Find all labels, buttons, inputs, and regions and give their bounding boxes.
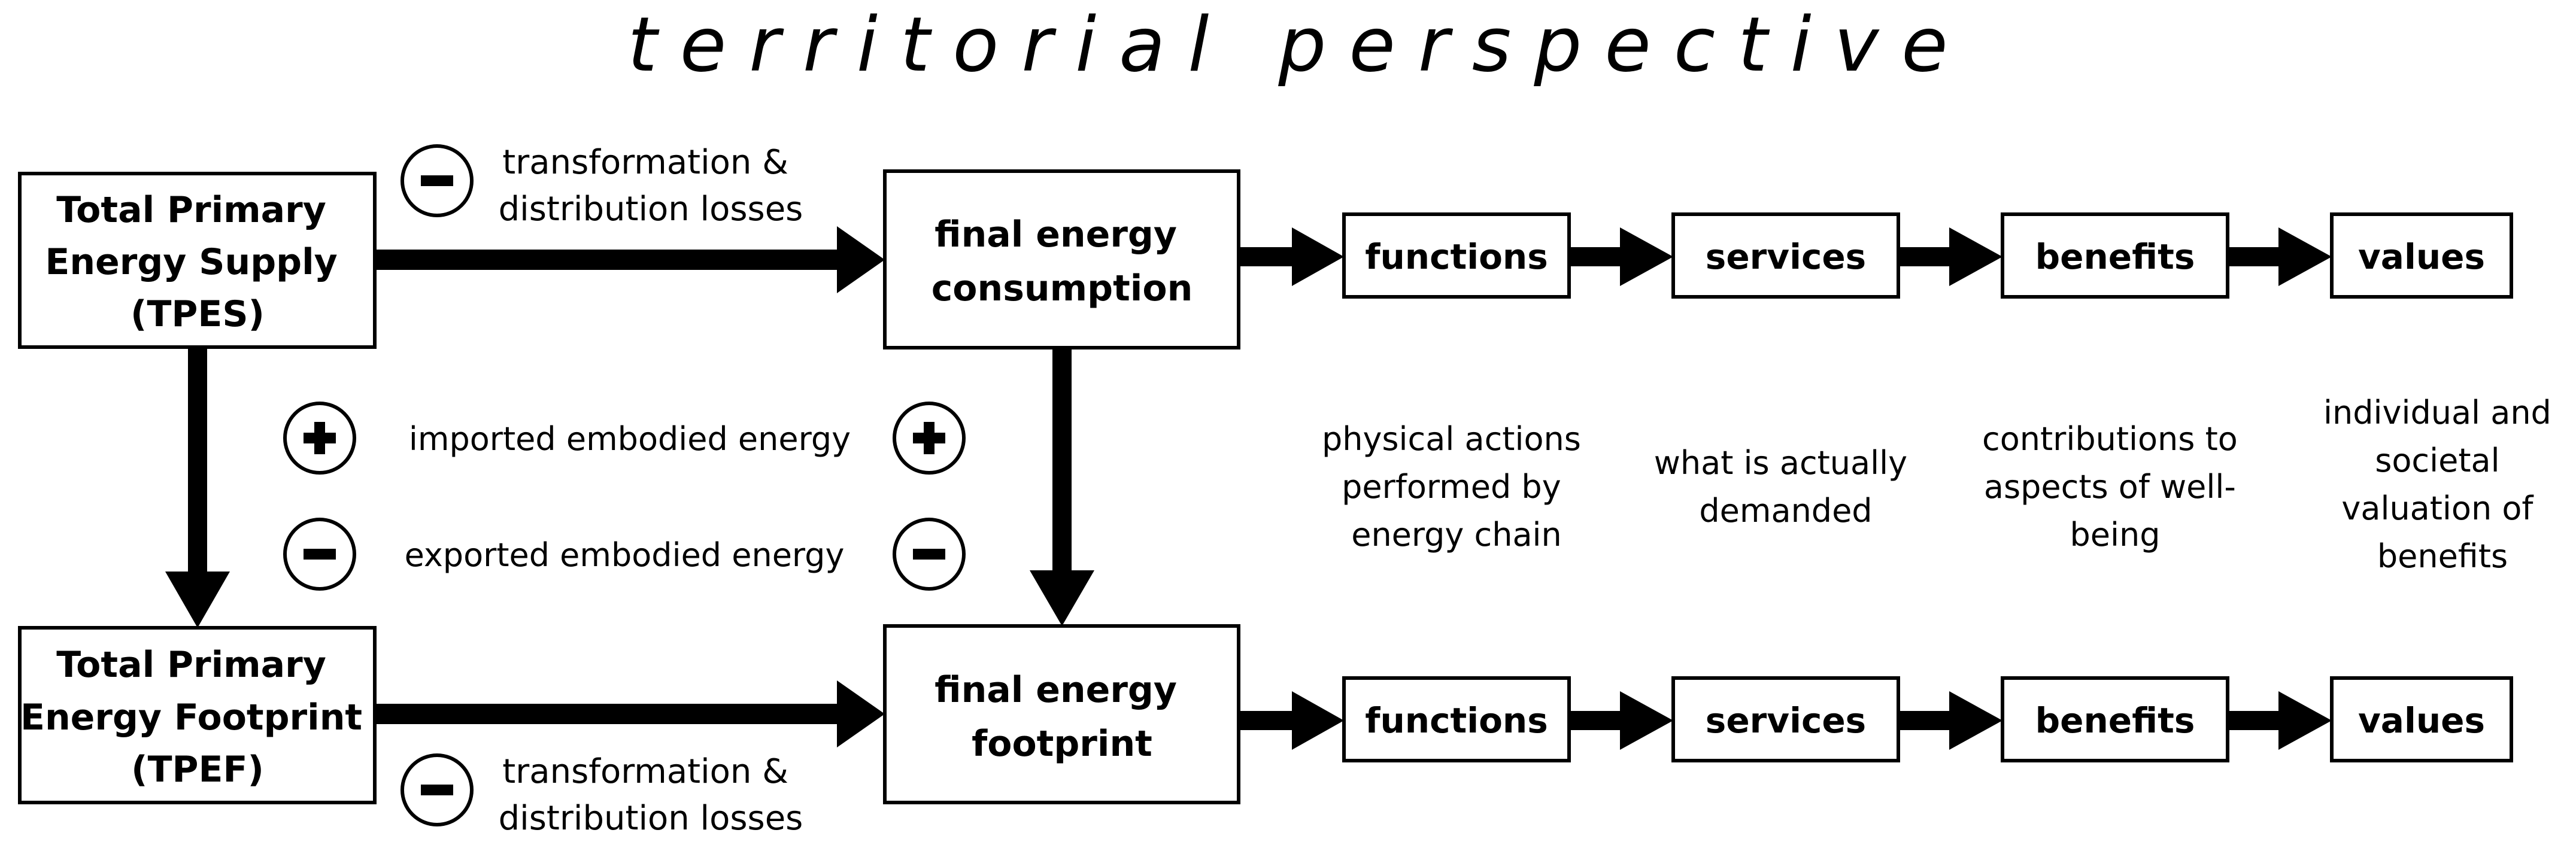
arrow-benefits-to-values-top bbox=[2228, 227, 2332, 286]
losses-label-bottom: transformation & distribution losses bbox=[499, 752, 803, 838]
exported-embodied-energy-label: exported embodied energy bbox=[405, 536, 845, 574]
arrow-functions-to-services-top bbox=[1569, 227, 1673, 286]
diagram-title: territorial perspective bbox=[627, 1, 1970, 89]
plus-icon bbox=[893, 402, 966, 475]
arrow-tpes-to-tpef bbox=[165, 347, 230, 628]
plus-icon bbox=[283, 402, 356, 475]
values-label-top: values bbox=[2358, 236, 2485, 277]
final-energy-consumption-box bbox=[883, 169, 1240, 349]
final-energy-footprint-label: final energy footprint bbox=[934, 669, 1190, 765]
losses-label-top: transformation & distribution losses bbox=[499, 143, 803, 229]
functions-description: physical actions performed by energy cha… bbox=[1322, 420, 1591, 554]
final-energy-footprint-box bbox=[883, 624, 1240, 804]
functions-label-bottom: functions bbox=[1365, 700, 1548, 741]
tpes-label: Total Primary Energy Supply (TPES) bbox=[45, 189, 350, 335]
minus-icon bbox=[400, 753, 474, 826]
services-description: what is actually demanded bbox=[1654, 444, 1918, 530]
values-label-bottom: values bbox=[2358, 700, 2485, 741]
arrow-functions-to-services-bottom bbox=[1569, 691, 1673, 750]
arrow-tpef-to-fef bbox=[375, 680, 885, 747]
tpes-box bbox=[18, 172, 377, 349]
minus-icon bbox=[893, 518, 966, 591]
arrow-benefits-to-values-bottom bbox=[2228, 691, 2332, 750]
values-description: individual and societal valuation of ben… bbox=[2323, 394, 2562, 575]
values-box-bottom bbox=[2330, 676, 2513, 762]
benefits-description: contributions to aspects of well- being bbox=[1982, 420, 2248, 554]
values-box-top bbox=[2330, 212, 2513, 299]
tpef-box bbox=[18, 626, 377, 804]
arrow-fec-to-functions bbox=[1239, 227, 1344, 286]
benefits-label-bottom: benefits bbox=[2035, 700, 2195, 741]
benefits-label-top: benefits bbox=[2035, 236, 2195, 277]
arrow-services-to-benefits-bottom bbox=[1898, 691, 2002, 750]
minus-icon bbox=[400, 144, 474, 217]
services-box-bottom bbox=[1671, 676, 1900, 762]
benefits-box-top bbox=[2001, 212, 2229, 299]
arrow-fec-to-fef bbox=[1030, 348, 1094, 626]
arrow-fef-to-functions bbox=[1239, 691, 1344, 750]
minus-icon bbox=[283, 518, 356, 591]
tpef-label: Total Primary Energy Footprint (TPEF) bbox=[20, 644, 375, 791]
arrow-services-to-benefits-top bbox=[1898, 227, 2002, 286]
imported-embodied-energy-label: imported embodied energy bbox=[409, 420, 851, 458]
arrow-tpes-to-fec bbox=[375, 226, 885, 293]
functions-label-top: functions bbox=[1365, 236, 1548, 277]
services-label-top: services bbox=[1706, 236, 1866, 277]
services-box-top bbox=[1671, 212, 1900, 299]
functions-box-bottom bbox=[1342, 676, 1571, 762]
services-label-bottom: services bbox=[1706, 700, 1866, 741]
final-energy-consumption-label: final energy consumption bbox=[932, 214, 1193, 309]
